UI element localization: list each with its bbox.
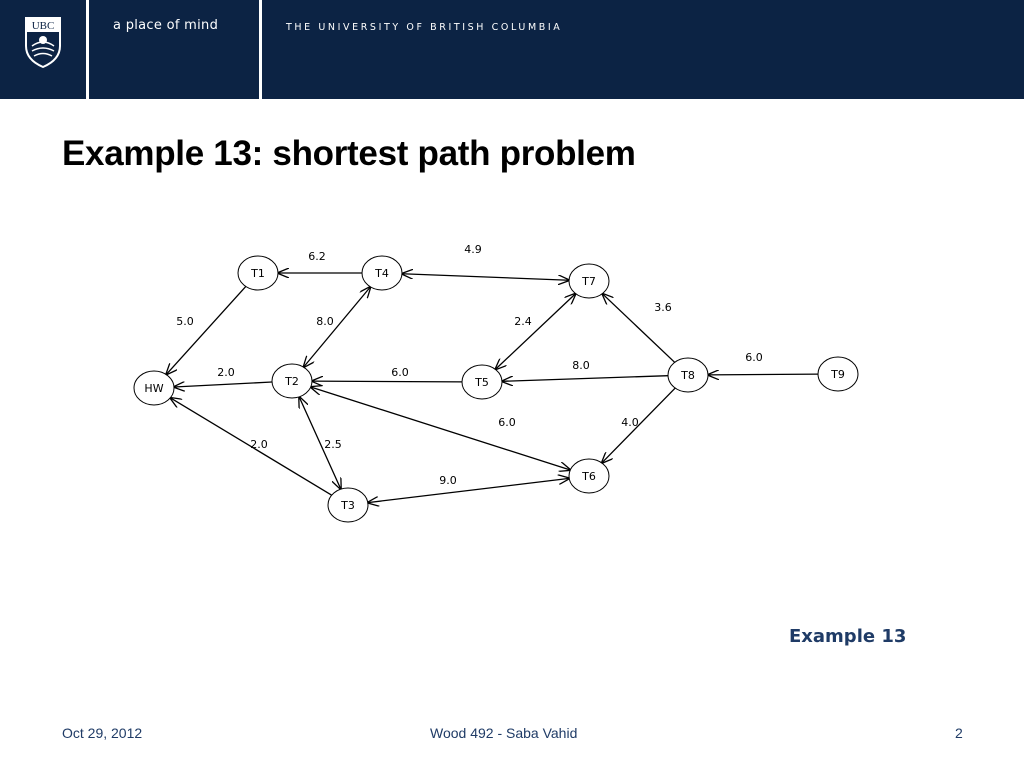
node-t7: T7 xyxy=(568,263,610,299)
node-t6: T6 xyxy=(568,458,610,494)
edge-weight-label: 2.5 xyxy=(324,438,342,451)
node-t8: T8 xyxy=(667,357,709,393)
edge-t4-t7 xyxy=(402,274,569,280)
node-circle xyxy=(237,255,279,291)
node-circle xyxy=(817,356,859,392)
node-label: T3 xyxy=(340,499,355,512)
edge-t2-t6 xyxy=(311,387,571,470)
edge-weight-label: 8.0 xyxy=(316,315,334,328)
edge-t9-t8 xyxy=(708,374,819,375)
node-label: T2 xyxy=(284,375,299,388)
node-label: T4 xyxy=(374,267,389,280)
node-label: HW xyxy=(144,382,163,395)
edge-t3-t6 xyxy=(368,478,569,502)
node-circle xyxy=(361,255,403,291)
node-hw: HW xyxy=(133,370,175,406)
edge-weight-label: 3.6 xyxy=(654,301,672,314)
ubc-header-banner: UBC a place of mind THE UNIVERSITY OF BR… xyxy=(0,0,1024,99)
node-circle xyxy=(667,357,709,393)
footer-center-text: Wood 492 - Saba Vahid xyxy=(430,725,578,741)
tagline: a place of mind xyxy=(113,18,219,33)
edge-weight-label: 6.0 xyxy=(498,416,516,429)
edge-weight-label: 8.0 xyxy=(572,359,590,372)
edge-weight-label: 4.9 xyxy=(464,243,482,256)
node-label: T5 xyxy=(474,376,489,389)
logo-text: UBC xyxy=(32,20,55,32)
banner-divider xyxy=(86,0,89,99)
node-circle xyxy=(133,370,175,406)
node-label: T6 xyxy=(581,470,596,483)
edge-t1-hw xyxy=(166,286,247,374)
slide-title: Example 13: shortest path problem xyxy=(62,134,636,173)
edge-weight-label: 6.2 xyxy=(308,250,326,263)
edge-t8-t5 xyxy=(502,375,669,382)
edge-weight-label: 6.0 xyxy=(745,351,763,364)
node-label: T9 xyxy=(830,368,845,381)
edge-t5-t2 xyxy=(312,381,463,382)
edge-weight-label: 6.0 xyxy=(391,366,409,379)
edge-t7-t5 xyxy=(495,294,575,370)
page-number: 2 xyxy=(955,725,963,741)
edge-weight-label: 4.0 xyxy=(621,416,639,429)
edge-t4-t2 xyxy=(304,287,371,367)
node-t1: T1 xyxy=(237,255,279,291)
node-t5: T5 xyxy=(461,364,503,400)
edge-weight-label: 5.0 xyxy=(176,315,194,328)
edge-t8-t7 xyxy=(602,294,676,363)
ubc-crest-icon: UBC xyxy=(25,17,61,68)
node-label: T1 xyxy=(250,267,265,280)
footer-date: Oct 29, 2012 xyxy=(62,725,143,741)
edge-t8-t6 xyxy=(602,387,676,463)
node-t2: T2 xyxy=(271,363,313,399)
edge-weight-label: 2.4 xyxy=(514,315,532,328)
university-name: THE UNIVERSITY OF BRITISH COLUMBIA xyxy=(286,22,563,33)
node-t3: T3 xyxy=(327,487,369,523)
edge-weight-label: 2.0 xyxy=(217,366,235,379)
node-circle xyxy=(327,487,369,523)
node-circle xyxy=(271,363,313,399)
banner-divider xyxy=(259,0,262,99)
node-label: T7 xyxy=(581,275,596,288)
example-label: Example 13 xyxy=(789,626,907,647)
edge-weight-label: 2.0 xyxy=(250,438,268,451)
node-t9: T9 xyxy=(817,356,859,392)
node-circle xyxy=(461,364,503,400)
node-t4: T4 xyxy=(361,255,403,291)
edge-t2-hw xyxy=(174,381,273,387)
node-circle xyxy=(568,458,610,494)
node-label: T8 xyxy=(680,369,695,382)
node-circle xyxy=(568,263,610,299)
edge-weight-label: 9.0 xyxy=(439,474,457,487)
